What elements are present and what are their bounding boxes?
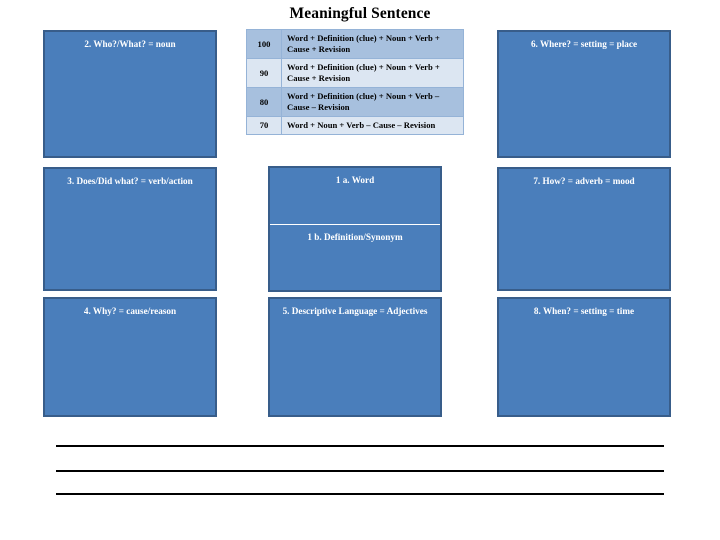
box-why[interactable]: 4. Why? = cause/reason xyxy=(43,297,217,417)
rubric-table-body: 100 Word + Definition (clue) + Noun + Ve… xyxy=(246,29,464,135)
box-why-label: 4. Why? = cause/reason xyxy=(83,306,177,316)
box-where[interactable]: 6. Where? = setting = place xyxy=(497,30,671,158)
rubric-score: 80 xyxy=(246,87,282,117)
writing-line-2 xyxy=(56,470,664,472)
box-does-did-what[interactable]: 3. Does/Did what? = verb/action xyxy=(43,167,217,291)
table-row[interactable]: 90 Word + Definition (clue) + Noun + Ver… xyxy=(246,58,464,88)
box-descriptive-language[interactable]: 5. Descriptive Language = Adjectives xyxy=(268,297,442,417)
box-how[interactable]: 7. How? = adverb = mood xyxy=(497,167,671,291)
rubric-score: 100 xyxy=(246,29,282,59)
page-title: Meaningful Sentence xyxy=(289,5,431,22)
box-word-definition[interactable]: 1 a. Word 1 b. Definition/Synonym xyxy=(268,166,442,292)
rubric-score: 70 xyxy=(246,116,282,135)
rubric-table: 100 Word + Definition (clue) + Noun + Ve… xyxy=(246,29,464,135)
box-when[interactable]: 8. When? = setting = time xyxy=(497,297,671,417)
box-where-label: 6. Where? = setting = place xyxy=(530,39,638,49)
writing-line-3 xyxy=(56,493,664,495)
box-when-label: 8. When? = setting = time xyxy=(533,306,635,316)
table-row[interactable]: 70 Word + Noun + Verb – Cause – Revision xyxy=(246,116,464,135)
box-how-label: 7. How? = adverb = mood xyxy=(533,176,635,186)
writing-line-1 xyxy=(56,445,664,447)
rubric-criteria: Word + Definition (clue) + Noun + Verb +… xyxy=(281,29,464,59)
box-who-what[interactable]: 2. Who?/What? = noun xyxy=(43,30,217,158)
table-row[interactable]: 100 Word + Definition (clue) + Noun + Ve… xyxy=(246,29,464,59)
rubric-criteria: Word + Definition (clue) + Noun + Verb –… xyxy=(281,87,464,117)
box-word-label: 1 a. Word xyxy=(270,168,440,225)
rubric-score: 90 xyxy=(246,58,282,88)
box-definition-synonym-label: 1 b. Definition/Synonym xyxy=(307,232,403,242)
rubric-criteria: Word + Definition (clue) + Noun + Verb +… xyxy=(281,58,464,88)
box-who-what-label: 2. Who?/What? = noun xyxy=(84,39,176,49)
box-descriptive-language-label: 5. Descriptive Language = Adjectives xyxy=(282,306,428,316)
box-does-did-what-label: 3. Does/Did what? = verb/action xyxy=(67,176,193,186)
table-row[interactable]: 80 Word + Definition (clue) + Noun + Ver… xyxy=(246,87,464,117)
rubric-criteria: Word + Noun + Verb – Cause – Revision xyxy=(281,116,464,135)
